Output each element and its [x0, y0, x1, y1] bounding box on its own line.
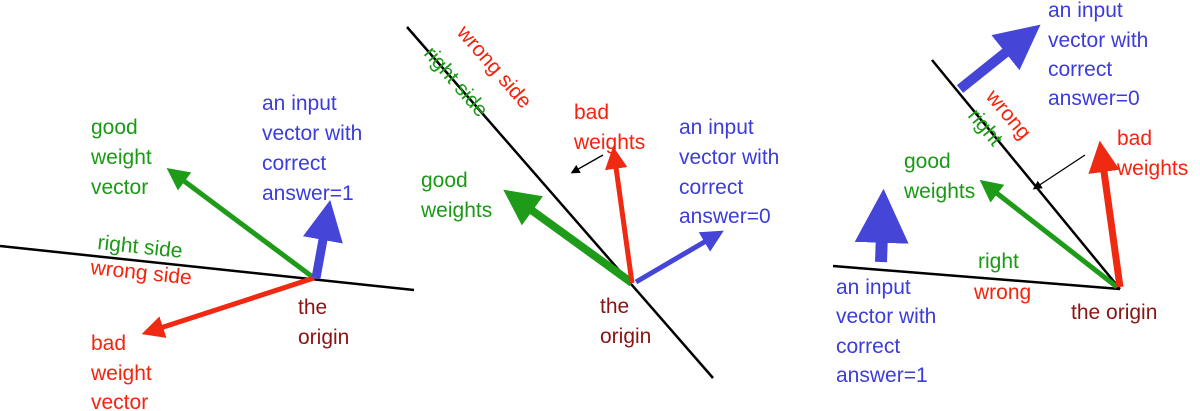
bad-weights-arrow	[605, 146, 635, 284]
input-vector-label: an input vector with correct answer=0	[679, 116, 785, 228]
bad-weight-vector-arrow	[141, 275, 315, 338]
good-weights-label: good weights	[903, 150, 975, 203]
bad-weights-label: bad weights	[573, 101, 645, 154]
good-weights-label: good weights	[420, 169, 492, 222]
origin-label: the origin	[298, 296, 349, 349]
input-vector-top-arrow	[956, 24, 1041, 93]
wrong-lower-label: wrong	[973, 281, 1031, 304]
decision-plane-middle	[406, 26, 714, 379]
good-weights-arrow	[503, 189, 635, 287]
decision-plane-right-steep	[931, 59, 1121, 290]
normal-indicator-arrow	[1032, 154, 1086, 190]
origin-label: the origin	[1071, 301, 1157, 324]
normal-indicator-arrow	[570, 154, 604, 174]
input-vector-bottom-label: an input vector with correct answer=1	[836, 276, 942, 387]
decision-plane-right-flat	[832, 264, 1121, 291]
input-vector-arrow	[303, 200, 343, 279]
bad-weight-label: bad weight vector	[90, 332, 158, 411]
origin-label: the origin	[600, 295, 651, 348]
panel-middle: wrong side right side bad weights an inp…	[406, 20, 785, 379]
good-weight-label: good weight vector	[90, 116, 158, 199]
input-vector-top-label: an input vector with correct answer=0	[1048, 0, 1154, 110]
bad-weights-arrow	[1088, 140, 1124, 288]
right-lower-label: right	[978, 250, 1019, 273]
input-vector-bottom-arrow	[854, 188, 909, 263]
panel-right: an input vector with correct answer=0 wr…	[832, 0, 1188, 387]
panel-left: good weight vector an input vector with …	[0, 92, 415, 411]
bad-weights-label: bad weights	[1116, 127, 1188, 180]
decision-plane-left	[0, 244, 415, 292]
good-weight-vector-arrow	[166, 167, 316, 281]
input-vector-label: an input vector with correct answer=1	[262, 92, 368, 205]
good-weights-arrow	[979, 179, 1119, 289]
input-vector-arrow	[634, 230, 724, 285]
